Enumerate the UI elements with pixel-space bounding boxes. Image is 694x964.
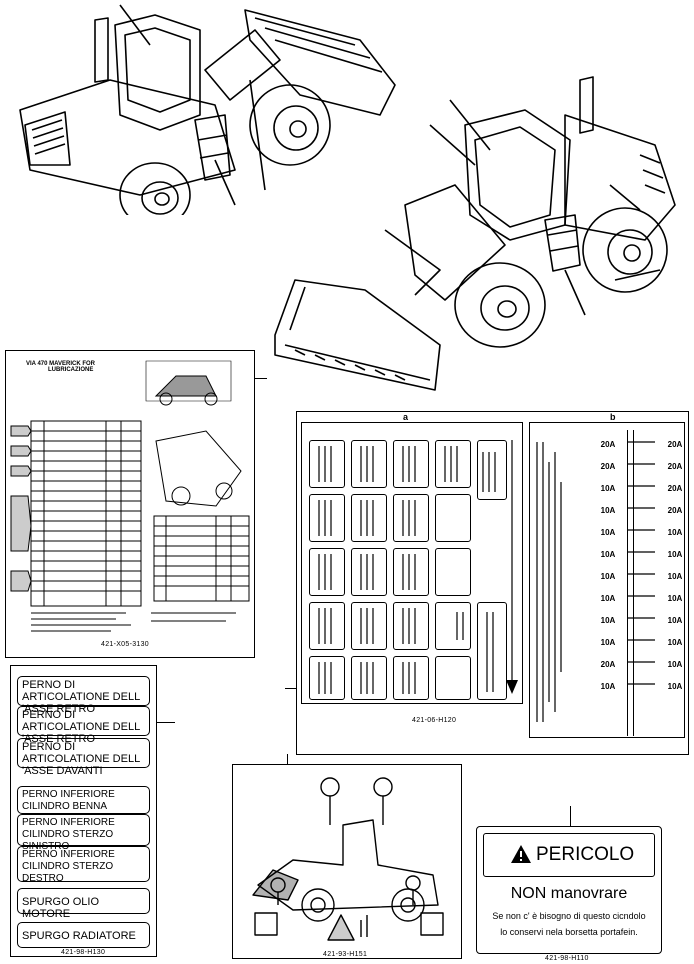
lift-point-decal: 421-93-H151	[232, 764, 462, 959]
fuse-description-column	[621, 434, 663, 709]
fuse-block-a	[301, 422, 523, 704]
fuse-rating: 10A	[667, 550, 683, 559]
fuse-rating: 20A	[667, 440, 683, 449]
fuse-cell	[435, 440, 471, 488]
fuse-panel-part-number: 421-06-H120	[412, 717, 457, 724]
fuse-cell	[309, 440, 345, 488]
fuse-cell	[393, 548, 429, 596]
cylinder-decal-row: PERNO INFERIORE CILINDRO STERZO SINISTRO	[17, 814, 150, 852]
lubrication-schedule-table	[10, 360, 250, 632]
wheel-loader-rear-view-illustration	[19, 4, 396, 215]
fuse-block-b-rows	[597, 430, 683, 736]
fuse-cell	[351, 440, 387, 488]
fuse-rating: 20A	[667, 506, 683, 515]
fuse-cell	[435, 494, 471, 542]
wheel-loader-front-view-illustration	[274, 76, 676, 391]
fuse-rating: 20A	[600, 462, 616, 471]
warning-header: PERICOLO	[483, 833, 655, 877]
warning-leader-line	[570, 806, 571, 826]
fuse-rating: 10A	[667, 572, 683, 581]
pivot-decal-row: PERNO DI ARTICOLATIONE DELL 'ASSE DAVANT…	[17, 738, 150, 777]
warning-decal: PERICOLO NON manovrare Se non c' è bisog…	[476, 826, 662, 962]
fuse-block-b	[529, 422, 685, 738]
fuse-rating: 10A	[600, 572, 616, 581]
fuse-cell	[309, 548, 345, 596]
fuse-rating: 10A	[667, 638, 683, 647]
fuse-rating: 10A	[667, 682, 683, 691]
fuse-rating: 20A	[600, 660, 616, 669]
lift-leader-line	[287, 754, 288, 764]
warning-body-line1: Se non c' è bisogno di questo cicndolo	[492, 911, 646, 921]
fuse-panel-decal: a b	[296, 411, 689, 755]
fuse-cell	[351, 548, 387, 596]
fuse-rating: 10A	[600, 682, 616, 691]
fuse-rating: 10A	[600, 594, 616, 603]
lubrication-chart-title-line1: VIA 470 MAVERICK FOR	[26, 361, 96, 367]
fuse-rating: 10A	[600, 528, 616, 537]
fuse-cell	[393, 494, 429, 542]
fuse-cell	[435, 602, 471, 650]
pivot-decal-sheet: PERNO DI ARTICOLATIONE DELL 'ASSE RETRO …	[10, 665, 157, 957]
drain-decal-row: SPURGO RADIATORE	[17, 922, 150, 948]
fuse-cell-text-lines	[318, 440, 518, 694]
fuse-rating-column-right: 20A 20A 20A 20A 10A 10A 10A 10A 10A 10A …	[665, 434, 685, 698]
warning-decal-part-number: 421-98-H110	[545, 955, 589, 962]
loader-lift-points-diagram	[252, 777, 444, 941]
cylinder-decal-row: PERNO INFERIORE CILINDRO BENNA	[17, 786, 150, 814]
fuse-cell	[351, 656, 387, 700]
fuse-cell	[435, 656, 471, 700]
fuse-cell	[309, 602, 345, 650]
warning-body-line2: lo conservi nela borsetta portafein.	[500, 927, 638, 937]
fuse-block-b-description	[536, 442, 562, 722]
lubrication-chart-part-number: 421-X05-3130	[101, 641, 149, 648]
fuse-cell	[393, 602, 429, 650]
fuse-rating: 10A	[600, 550, 616, 559]
fuse-rating: 10A	[600, 638, 616, 647]
fuse-block-b-label: b	[610, 412, 616, 422]
lubrication-chart-title-line2: LUBRICAZIONE	[48, 367, 94, 373]
warning-headline: NON manovrare	[510, 885, 628, 902]
fuse-cell-spare	[477, 602, 507, 700]
fuse-rating-column-left: 20A 20A 10A 10A 10A 10A 10A 10A 10A 10A …	[597, 434, 619, 698]
pivot-decal-row: PERNO DI ARTICOLATIONE DELL 'ASSE RETRO	[17, 706, 150, 745]
fuse-block-a-label: a	[403, 412, 409, 422]
fuse-rating: 10A	[667, 660, 683, 669]
fuse-rating: 10A	[667, 594, 683, 603]
fuse-cell	[351, 494, 387, 542]
lift-decal-part-number: 421-93-H151	[323, 951, 368, 958]
fuse-rating: 10A	[600, 506, 616, 515]
lubrication-chart-title: VIA 470 MAVERICK FOR LUBRICAZIONE	[26, 361, 95, 373]
fuse-cell	[309, 494, 345, 542]
fuse-rating: 10A	[600, 484, 616, 493]
fuse-rating: 10A	[600, 616, 616, 625]
fuse-rating: 20A	[600, 440, 616, 449]
fuse-cell	[351, 602, 387, 650]
pivot-decal-row: PERNO DI ARTICOLATIONE DELL 'ASSE RETRO	[17, 676, 150, 715]
fuse-cell	[435, 548, 471, 596]
cylinder-decal-row: PERNO INFERIORE CILINDRO STERZO DESTRO	[17, 846, 150, 884]
fuse-cell	[393, 440, 429, 488]
fuse-rating: 10A	[667, 528, 683, 537]
warning-title: PERICOLO	[536, 844, 635, 865]
pivot-decal-part-number: 421-98-H130	[61, 949, 106, 956]
fuse-rating: 20A	[667, 484, 683, 493]
lubrication-leader-line	[255, 378, 267, 379]
fuse-rating: 20A	[667, 462, 683, 471]
lubrication-chart-decal: VIA 470 MAVERICK FOR LUBRICAZIONE	[5, 350, 255, 658]
pivot-leader-line	[157, 722, 175, 723]
fuse-leader-line	[285, 688, 296, 689]
fuse-rating: 10A	[667, 616, 683, 625]
fuse-cell	[309, 656, 345, 700]
warning-triangle-icon	[511, 845, 531, 863]
drain-decal-row: SPURGO OLIO MOTORE	[17, 888, 150, 920]
fuse-cell-spare	[477, 440, 507, 500]
fuse-cell	[393, 656, 429, 700]
